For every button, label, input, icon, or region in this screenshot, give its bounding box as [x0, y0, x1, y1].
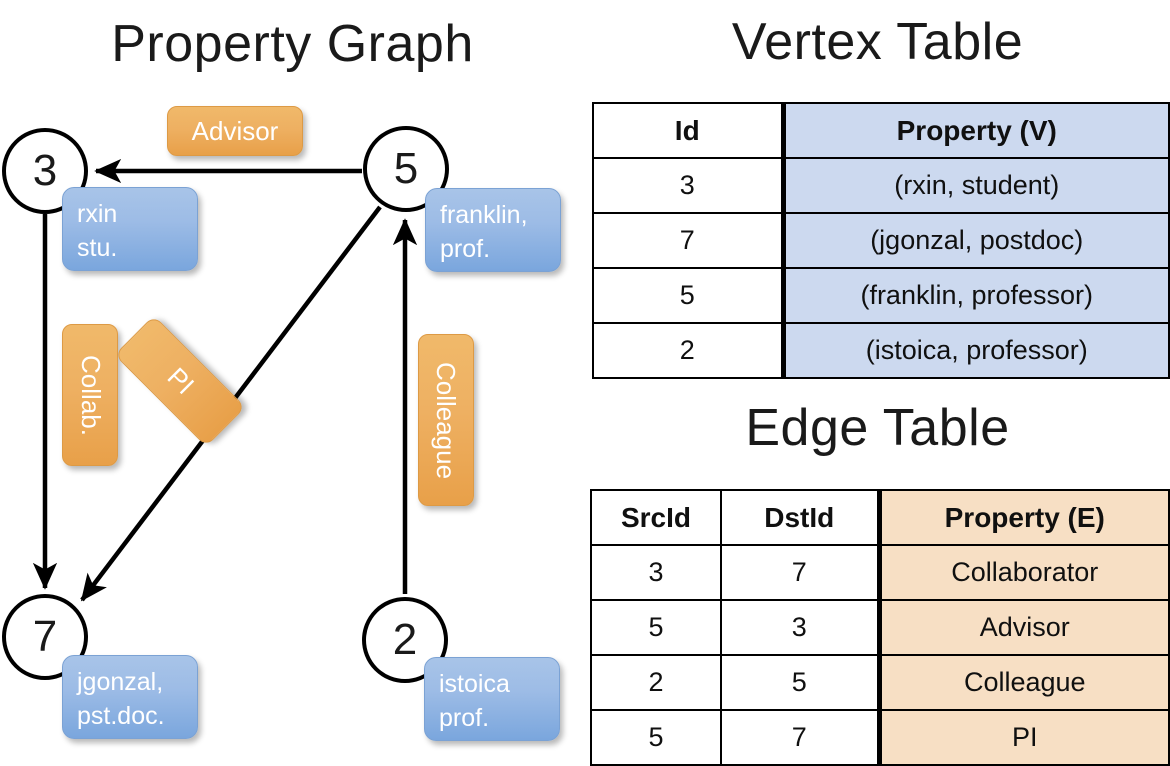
table-row[interactable]: 3 7 Collaborator: [590, 544, 1170, 601]
vertex-table: Id Property (V) 3 (rxin, student) 7 (jgo…: [592, 102, 1170, 379]
edge-row-srcid: 5: [590, 709, 722, 766]
vertex-table-header-row: Id Property (V): [592, 102, 1170, 159]
edge-label-box-advisor: Advisor: [167, 106, 303, 156]
vertex-row-id: 3: [592, 157, 784, 214]
edge-row-property: Colleague: [876, 654, 1170, 711]
page-title-edge-table: Edge Table: [745, 399, 1010, 457]
graph-node-3-label: 3: [32, 146, 58, 195]
edge-table-header-property: Property (E): [876, 489, 1170, 546]
graph-node-2[interactable]: 2: [362, 597, 448, 683]
vertex-row-id: 7: [592, 212, 784, 269]
vertex-row-property: (istoica, professor): [780, 322, 1170, 379]
table-row[interactable]: 5 7 PI: [590, 709, 1170, 766]
vertex-property-box-rxin: rxin stu.: [62, 187, 198, 271]
vertex-property-jgonzal-line1: jgonzal,: [77, 668, 164, 696]
edge-label-advisor: Advisor: [191, 115, 279, 146]
table-row[interactable]: 2 5 Colleague: [590, 654, 1170, 711]
vertex-property-rxin-line1: rxin: [77, 200, 118, 228]
vertex-table-header-id: Id: [592, 102, 784, 159]
edge-label-colleague: Colleague: [431, 361, 462, 479]
table-row[interactable]: 2 (istoica, professor): [592, 322, 1170, 379]
vertex-property-box-franklin: franklin, prof.: [425, 188, 561, 272]
graph-node-5[interactable]: 5: [363, 126, 449, 212]
vertex-property-franklin-line2: prof.: [440, 234, 491, 263]
vertex-table-header-property: Property (V): [780, 102, 1170, 159]
table-row[interactable]: 5 (franklin, professor): [592, 267, 1170, 324]
vertex-row-property: (franklin, professor): [780, 267, 1170, 324]
vertex-property-box-jgonzal: jgonzal, pst.doc.: [62, 655, 198, 739]
graph-node-7-label: 7: [32, 612, 58, 661]
edge-row-dstid: 5: [720, 654, 880, 711]
edge-table-header-dstid: DstId: [720, 489, 880, 546]
property-graph-panel: Property Graph 3 5 7 2 rxin stu. frankli…: [0, 0, 585, 760]
edge-row-srcid: 2: [590, 654, 722, 711]
edge-row-dstid: 3: [720, 599, 880, 656]
edge-label-box-collab: Collab.: [62, 324, 118, 466]
vertex-property-istoica-line2: prof.: [439, 703, 490, 732]
edge-row-property: Collaborator: [876, 544, 1170, 601]
page-title-property-graph: Property Graph: [111, 15, 474, 73]
edge-row-property: PI: [876, 709, 1170, 766]
edge-row-srcid: 5: [590, 599, 722, 656]
edge-table: SrcId DstId Property (E) 3 7 Collaborato…: [590, 489, 1170, 766]
edge-label-pi: PI: [161, 361, 200, 400]
graph-node-2-label: 2: [392, 615, 418, 664]
edge-row-srcid: 3: [590, 544, 722, 601]
page-title-vertex-table: Vertex Table: [731, 13, 1024, 71]
edge-table-header-srcid: SrcId: [590, 489, 722, 546]
vertex-row-property: (jgonzal, postdoc): [780, 212, 1170, 269]
vertex-row-property: (rxin, student): [780, 157, 1170, 214]
table-row[interactable]: 7 (jgonzal, postdoc): [592, 212, 1170, 269]
vertex-property-franklin-line1: franklin,: [440, 201, 528, 229]
vertex-property-rxin-line2: stu.: [77, 233, 118, 262]
graph-node-5-label: 5: [393, 144, 419, 193]
vertex-property-istoica-line1: istoica: [439, 670, 510, 698]
edge-label-collab: Collab.: [75, 354, 106, 436]
vertex-property-jgonzal-line2: pst.doc.: [77, 701, 165, 730]
edge-row-dstid: 7: [720, 709, 880, 766]
table-row[interactable]: 3 (rxin, student): [592, 157, 1170, 214]
edge-row-dstid: 7: [720, 544, 880, 601]
table-row[interactable]: 5 3 Advisor: [590, 599, 1170, 656]
vertex-property-box-istoica: istoica prof.: [424, 657, 560, 741]
edge-row-property: Advisor: [876, 599, 1170, 656]
edge-table-header-row: SrcId DstId Property (E): [590, 489, 1170, 546]
vertex-row-id: 2: [592, 322, 784, 379]
vertex-row-id: 5: [592, 267, 784, 324]
edge-label-box-colleague: Colleague: [418, 334, 474, 506]
